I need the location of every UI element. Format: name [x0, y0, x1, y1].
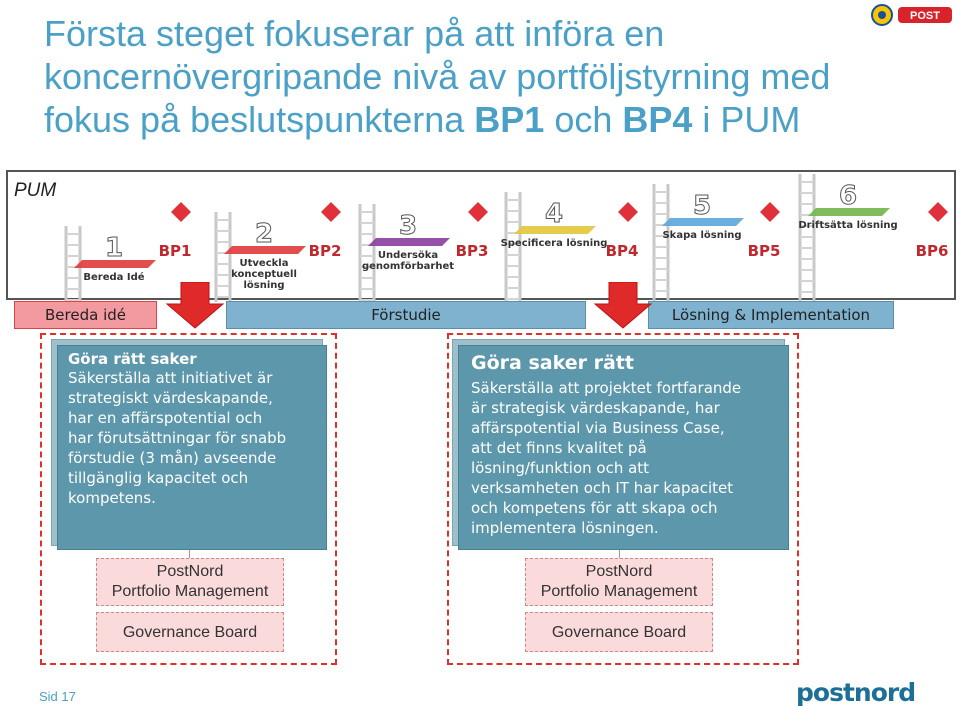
bp-label: BP5: [748, 242, 781, 260]
step-label: Specificera lösning: [501, 238, 608, 249]
step-platform: [224, 246, 306, 254]
arrow-down-right-icon: [593, 282, 653, 329]
postnord-logo: postnord: [796, 678, 916, 706]
step-number: 3: [399, 211, 417, 241]
bp-label: BP6: [916, 242, 949, 260]
bp-diamond-icon: [321, 202, 341, 222]
page-number: Sid 17: [39, 689, 76, 704]
pum-label: PUM: [14, 180, 57, 201]
governance-board-box-left: Governance Board: [96, 612, 284, 652]
bp-diamond-icon: [171, 202, 191, 222]
phase-forstudie: Förstudie: [226, 301, 586, 329]
step-label: lösning: [243, 280, 284, 291]
portfolio-management-box-right: PostNord Portfolio Management: [525, 558, 713, 606]
bp-diamond-icon: [468, 202, 488, 222]
card-right-heading: Göra saker rätt: [471, 352, 634, 374]
step-label: Utveckla: [240, 258, 289, 269]
phase-losning-implementation: Lösning & Implementation: [648, 301, 894, 329]
step-number: 1: [105, 233, 123, 263]
bp-diamond-icon: [928, 202, 948, 222]
portfolio-management-box-left: PostNord Portfolio Management: [96, 558, 284, 606]
step-platform: [808, 208, 890, 216]
step-platform: [74, 260, 156, 268]
bp-label: BP4: [606, 242, 639, 260]
posten-logo-text: POST: [910, 10, 940, 22]
step-label: konceptuell: [231, 269, 297, 280]
card-left-body: Säkerställa att initiativet är strategis…: [68, 369, 287, 507]
governance-board-box-right: Governance Board: [525, 612, 713, 652]
slide-title: Första steget fokuserar på att införa en…: [44, 12, 884, 141]
step-platform: [368, 238, 450, 246]
step-platform: [662, 218, 744, 226]
step-label: Undersöka: [378, 250, 438, 261]
title-bp1: BP1: [474, 99, 545, 140]
title-line-1: Första steget fokuserar på att införa en: [44, 13, 665, 54]
card-gora-saker-ratt: Göra saker rätt Säkerställa att projekte…: [458, 345, 789, 550]
step-label: genomförbarhet: [362, 261, 454, 272]
title-line-3: fokus på beslutspunkterna BP1 och BP4 i …: [44, 99, 801, 140]
step-number: 5: [693, 191, 711, 221]
title-bp4: BP4: [622, 99, 693, 140]
step-number: 2: [255, 219, 273, 249]
bp-diamond-icon: [760, 202, 780, 222]
card-gora-ratt-saker: Göra rätt saker Säkerställa att initiati…: [57, 345, 327, 550]
step-label: Bereda Idé: [83, 271, 144, 283]
phase-bereda-ide: Bereda idé: [14, 301, 157, 329]
bp-label: BP2: [309, 242, 342, 260]
bp-label: BP1: [159, 242, 192, 260]
step-label: Skapa lösning: [662, 230, 741, 241]
posten-logo: POST: [871, 4, 952, 26]
arrow-down-left-icon: [165, 282, 225, 329]
title-line-2: koncernövergripande nivå av portföljstyr…: [44, 56, 831, 97]
bp-label: BP3: [456, 242, 489, 260]
card-right-body: Säkerställa att projektet fortfarande är…: [471, 379, 742, 537]
card-left-heading: Göra rätt saker: [68, 350, 197, 368]
step-label: Driftsätta lösning: [798, 220, 897, 231]
step-platform: [514, 226, 596, 234]
connector-left: [189, 550, 190, 558]
step-number: 6: [839, 181, 857, 211]
connector-right: [619, 550, 620, 558]
bp1-dashed-frame: [40, 333, 337, 665]
step-number: 4: [545, 199, 563, 229]
bp4-dashed-frame: [447, 333, 799, 665]
bp-diamond-icon: [618, 202, 638, 222]
